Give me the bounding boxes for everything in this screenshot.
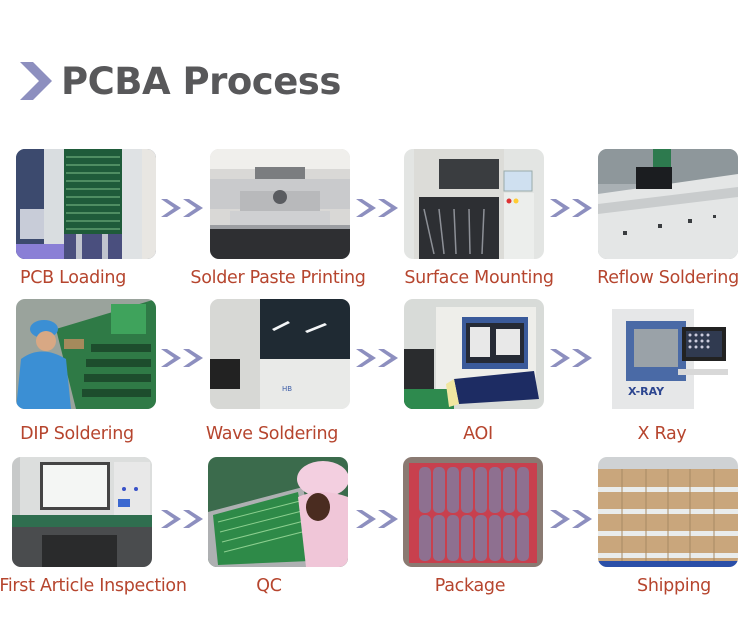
surface-mounting-photo (404, 149, 544, 259)
step-label: Package (434, 576, 506, 596)
chevron-right-icon (20, 62, 52, 100)
double-chevron-right-icon (161, 349, 203, 367)
double-chevron-right-icon (161, 510, 203, 528)
step-label: Solder Paste Printing (190, 268, 366, 288)
x-ray-sign: X-RAY (628, 385, 665, 398)
step-label: DIP Soldering (20, 424, 134, 444)
step-label: Wave Soldering (205, 424, 339, 444)
shipping-photo (598, 457, 738, 567)
step-label: QC (256, 576, 282, 596)
dip-soldering-photo (16, 299, 156, 409)
qc-photo (208, 457, 348, 567)
svg-text:HB: HB (282, 385, 292, 393)
package-photo (403, 457, 543, 567)
double-chevron-right-icon (356, 199, 398, 217)
pcb-loading-photo (16, 149, 156, 259)
step-label: First Article Inspection (0, 576, 187, 596)
double-chevron-right-icon (161, 199, 203, 217)
aoi-photo (404, 299, 544, 409)
page-header: PCBA Process (20, 58, 341, 104)
solder-paste-printing-photo (210, 149, 350, 259)
step-label: PCB Loading (19, 268, 127, 288)
page-title: PCBA Process (61, 59, 341, 103)
step-label: AOI (463, 424, 493, 444)
step-label: Reflow Soldering (597, 268, 739, 288)
step-label: X Ray (637, 424, 687, 444)
double-chevron-right-icon (550, 349, 592, 367)
reflow-soldering-photo (598, 149, 738, 259)
double-chevron-right-icon (356, 349, 398, 367)
step-label: Shipping (637, 576, 711, 596)
step-label: Surface Mounting (404, 268, 554, 288)
double-chevron-right-icon (356, 510, 398, 528)
first-article-inspection-photo (12, 457, 152, 567)
double-chevron-right-icon (550, 510, 592, 528)
x-ray-photo: X-RAY (598, 299, 738, 409)
wave-soldering-photo: HB (210, 299, 350, 409)
double-chevron-right-icon (550, 199, 592, 217)
